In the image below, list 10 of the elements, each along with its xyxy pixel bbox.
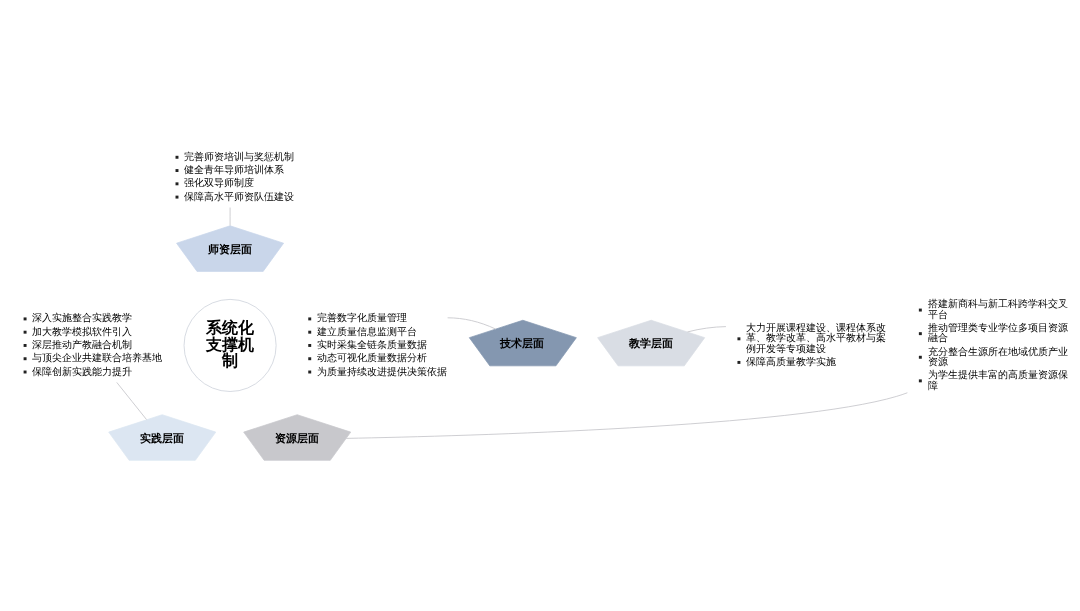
connector (687, 325, 727, 332)
node-text: 搭建新商科与新工科跨学科交叉平台 推动管理类专业学位多项目资源融合 充分整合生源所在地域优质产业资源 为学生提供丰富的高质量资源保障 (927, 297, 1068, 391)
node-text: 大力开展课程建设、课程体系改革、教学改革、高水平教材与案例开发等专项建设 保障高质量教学实施 (746, 321, 887, 367)
connector (447, 316, 496, 329)
connector (345, 391, 908, 439)
node-text: 完善师资培训与奖惩机制 健全青年导师培训体系 强化双导师制度 保障高水平师资队伍建设 (184, 150, 295, 202)
connector (116, 381, 147, 420)
node-circle: 系统化支撑机制 (183, 298, 277, 392)
node-text: 完善数字化质量管理 建立质量信息监测平台 实时采集全链条质量数据 动态可视化质量数据分析 为质量持续改进提供决策依据 (317, 311, 448, 377)
node-text: 深入实施整合实践教学 加大教学模拟软件引入 深层推动产教融合机制 与顶尖企业共建联合培养基地 保障创新实践能力提升 (32, 311, 163, 377)
